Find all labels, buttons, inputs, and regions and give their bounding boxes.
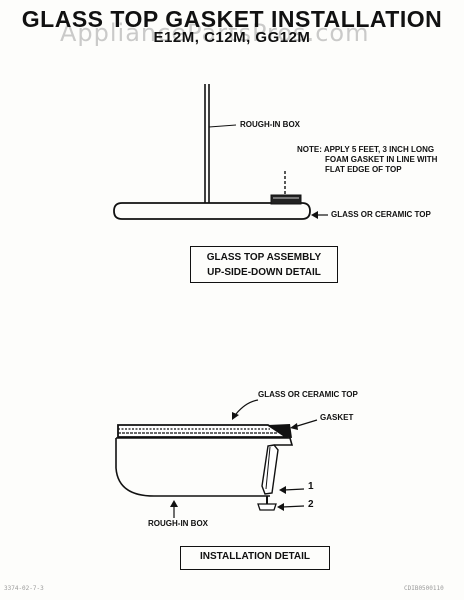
glass-top-slab xyxy=(113,202,311,220)
note-line-3: FLAT EDGE OF TOP xyxy=(325,165,402,174)
foam-gasket xyxy=(270,194,302,205)
label-top-lower: GLASS OR CERAMIC TOP xyxy=(258,390,358,399)
glass-top-layer xyxy=(117,424,289,438)
roughin-rim xyxy=(116,437,294,446)
caption-installation: INSTALLATION DETAIL xyxy=(180,546,330,570)
watermark: AppliancePartsPros.com xyxy=(60,19,370,47)
clip-bracket xyxy=(261,444,279,495)
roughin-box-wall xyxy=(115,438,270,497)
leader-callout-2 xyxy=(281,505,305,508)
caption-installation-text: INSTALLATION DETAIL xyxy=(200,551,310,562)
note-line-1: NOTE: APPLY 5 FEET, 3 INCH LONG xyxy=(297,145,435,154)
caption-assembly: GLASS TOP ASSEMBLY UP-SIDE-DOWN DETAIL xyxy=(190,246,338,283)
callout-1: 1 xyxy=(308,481,314,492)
footer-right-code: CDIB0500110 xyxy=(404,585,444,592)
page-subtitle: E12M, C12M, GG12M xyxy=(153,29,311,46)
note-line-2: FOAM GASKET IN LINE WITH xyxy=(325,155,438,164)
leader-gasket xyxy=(293,419,318,428)
label-top-upper: GLASS OR CERAMIC TOP xyxy=(331,210,431,219)
callout-2: 2 xyxy=(308,499,314,510)
label-roughin-bottom: ROUGH-IN BOX xyxy=(148,519,208,528)
gasket-strip xyxy=(268,424,292,438)
roughin-leader xyxy=(208,124,237,128)
leader-callout-1 xyxy=(283,488,305,491)
leader-glass-top xyxy=(235,399,259,415)
label-gasket: GASKET xyxy=(320,413,354,422)
caption-assembly-line-1: GLASS TOP ASSEMBLY xyxy=(206,252,322,263)
page-title: GLASS TOP GASKET INSTALLATION xyxy=(21,6,443,32)
caption-assembly-line-2: UP-SIDE-DOWN DETAIL xyxy=(207,267,321,278)
label-roughin-top: ROUGH-IN BOX xyxy=(240,120,300,129)
screw xyxy=(257,503,277,511)
footer-left-code: 3374-02-7-3 xyxy=(4,585,44,592)
